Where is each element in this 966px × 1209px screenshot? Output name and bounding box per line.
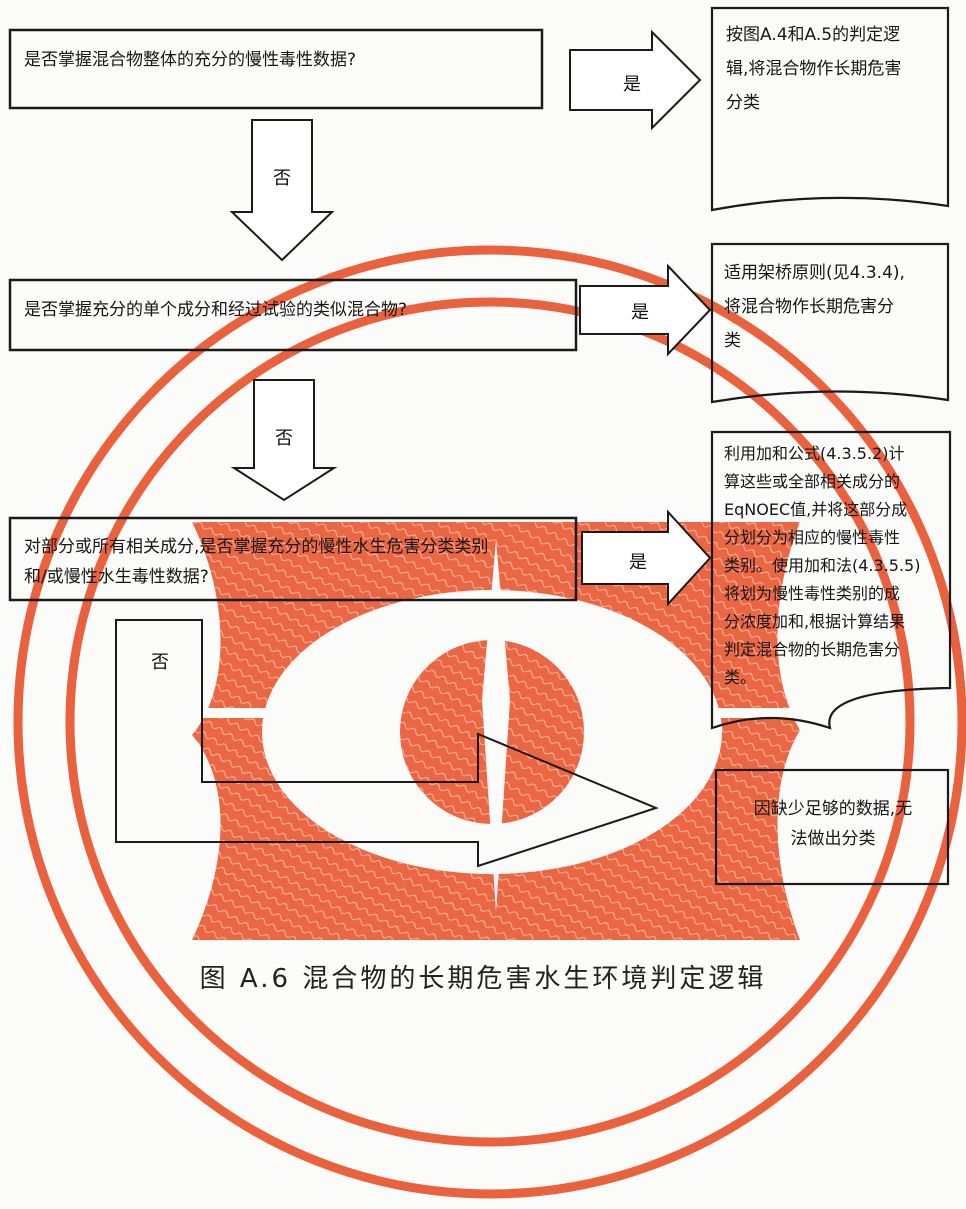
yes-arrow-3 (581, 509, 712, 607)
result-2-text: 适用架桥原则(见4.3.4), 将混合物作长期危害分 类 (724, 263, 905, 351)
stamp-inner-ring (65, 297, 915, 1147)
stamp-outer-ring (13, 245, 966, 1199)
no-label-2: 否 (275, 428, 293, 449)
yes-arrow-2 (579, 263, 712, 357)
result-1-text: 按图A.4和A.5的判定逻 辑,将混合物作长期危害 分类 (726, 25, 902, 113)
question-box-1 (8, 28, 544, 110)
no-arrow-2 (230, 379, 338, 502)
question-box-2 (8, 278, 578, 352)
question-box-3 (8, 516, 578, 602)
question-2-text: 是否掌握充分的单个成分和经过试验的类似混合物? (24, 300, 408, 320)
result-box-1 (710, 6, 950, 212)
result-box-2 (710, 242, 950, 404)
stamp-emblem-star (482, 540, 510, 912)
watermark-stamp (13, 245, 966, 1199)
question-1-text: 是否掌握混合物整体的充分的慢性毒性数据? (24, 50, 357, 70)
no-label-1: 否 (273, 168, 291, 189)
result-box-3 (710, 430, 952, 730)
question-3-text: 对部分或所有相关成分,是否掌握充分的慢性水生危害分类类别 和/或慢性水生毒性数据… (24, 537, 489, 587)
no-arrow-3 (115, 619, 659, 868)
yes-label-2: 是 (631, 302, 649, 323)
no-arrow-1 (229, 119, 335, 262)
result-4-text: 因缺少足够的数据,无 法做出分类 (753, 799, 913, 849)
result-box-4 (714, 768, 950, 886)
yes-arrow-1 (569, 29, 702, 131)
result-3-text: 利用加和公式(4.3.5.2)计 算这些或全部相关成分的 EqNOEC值,并将这… (724, 444, 921, 687)
yes-label-1: 是 (623, 74, 641, 95)
figure-caption: 图 A.6 混合物的长期危害水生环境判定逻辑 (199, 964, 767, 994)
no-label-3: 否 (151, 652, 169, 673)
yes-label-3: 是 (629, 552, 647, 573)
